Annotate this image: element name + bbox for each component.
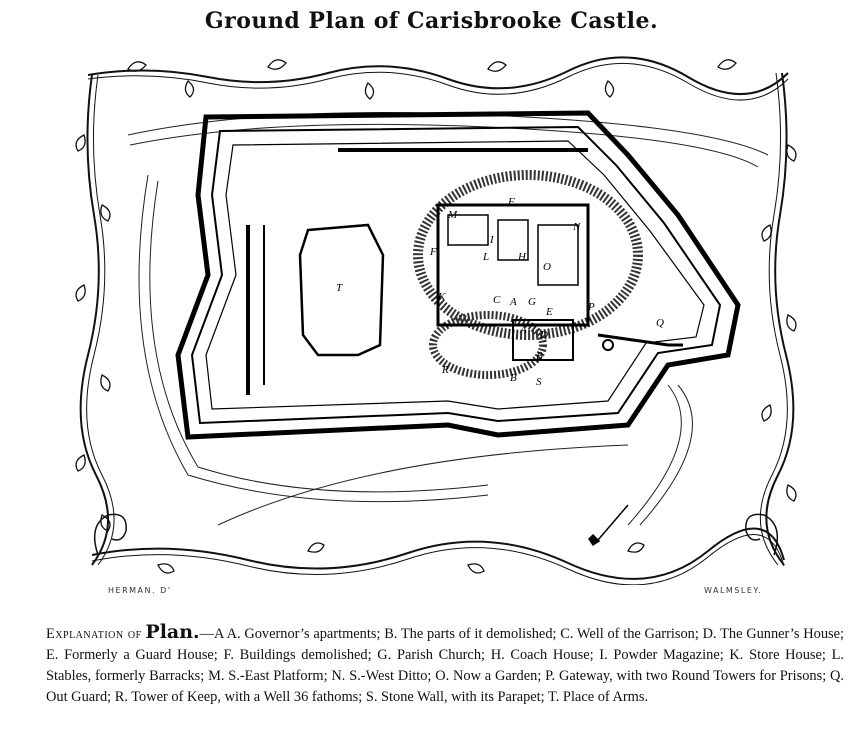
outer-ramparts [175,110,741,440]
plan-label: F [507,196,515,208]
castle-ground-plan: M F N I H L O F K C A G E P A D T R B B … [68,55,806,585]
engraver-credit: HERMAN. D’ [108,586,172,595]
plan-label: C [493,294,501,306]
plan-letter-labels: M F N I H L O F K C A G E P A D T R B B … [336,196,664,388]
plan-label: H [517,251,527,263]
plan-label: P [587,301,595,313]
plan-label: T [336,282,343,294]
plan-label: I [489,234,495,246]
plan-label: B [536,350,543,362]
explanation-text: —A A. Governor’s apartments; B. The part… [46,626,844,705]
plan-label: E [545,306,553,318]
vine-frame [75,56,797,585]
plan-label: A [519,324,527,336]
page-title: Ground Plan of Carisbrooke Castle. [204,8,659,34]
plan-label: L [482,251,489,263]
roads [127,112,769,526]
plan-label: M [447,209,458,221]
plan-label: G [528,296,536,308]
plan-label: O [543,261,551,273]
plan-explanation: Explanation of Plan.—A A. Governor’s apa… [46,622,844,708]
plan-label: S [536,376,542,388]
plan-label: Q [656,317,664,329]
plan-label: N [572,221,581,233]
place-of-arms [298,223,385,357]
engraver-credit: WALMSLEY. [704,586,763,595]
plan-label: R [441,364,449,376]
compass-icon [588,504,629,547]
plan-illustration: M F N I H L O F K C A G E P A D T R B B … [75,56,797,585]
explanation-plan-word: Plan. [145,621,200,643]
explanation-lead: Explanation of [46,626,142,642]
plan-label: B [510,372,517,384]
plan-label: F [429,246,437,258]
keep-mound [413,170,683,379]
plan-label: K [437,291,446,303]
plan-label: A [509,296,517,308]
plan-label: D [539,329,548,341]
